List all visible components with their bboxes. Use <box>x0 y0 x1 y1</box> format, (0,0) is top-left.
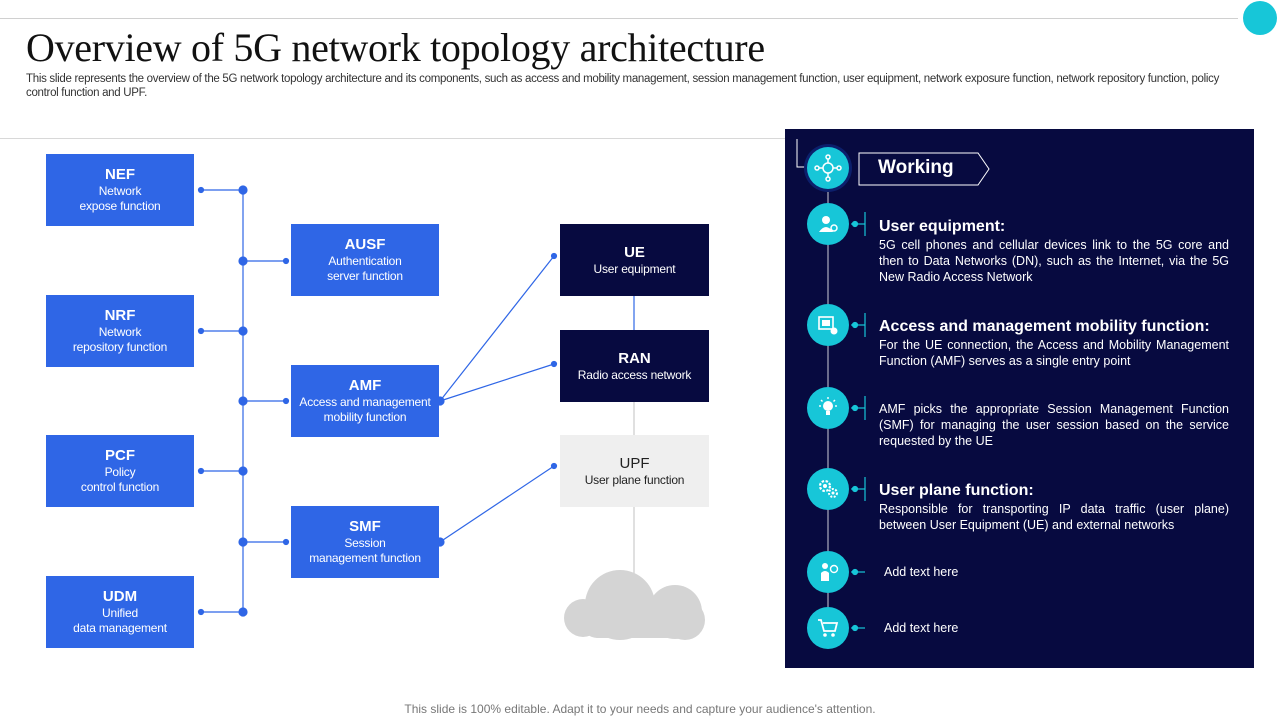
box-desc: Session <box>344 536 386 550</box>
item-text: Add text here <box>884 565 959 579</box>
working-panel <box>785 129 1254 668</box>
box-desc: User equipment <box>593 262 676 276</box>
footer-note: This slide is 100% editable. Adapt it to… <box>404 702 876 716</box>
cart-icon <box>807 607 849 649</box>
ausf-box: AUSF Authentication server function <box>291 224 439 296</box>
working-title: Working <box>878 157 954 178</box>
item-text: For the UE connection, the Access and Mo… <box>879 338 1229 368</box>
network-icon <box>807 147 849 189</box>
nrf-box: NRF Network repository function <box>46 295 194 367</box>
amf-box: AMF Access and management mobility funct… <box>291 365 439 437</box>
upf-box: UPF User plane function <box>560 435 709 507</box>
box-desc: mobility function <box>323 410 407 424</box>
box-desc: Policy <box>104 465 136 479</box>
box-abbr: AMF <box>348 377 382 394</box>
box-abbr: PCF <box>105 447 135 464</box>
box-desc: Radio access network <box>577 368 692 382</box>
ran-box: RAN Radio access network <box>560 330 709 402</box>
box-abbr: RAN <box>618 350 651 367</box>
connector-lines <box>197 185 705 640</box>
box-desc: data management <box>73 621 167 635</box>
ue-box: UE User equipment <box>560 224 709 296</box>
box-abbr: SMF <box>349 518 381 535</box>
box-abbr: NEF <box>105 166 135 183</box>
box-desc: server function <box>327 269 403 283</box>
box-desc: expose function <box>79 199 161 213</box>
box-desc: Network <box>98 325 142 339</box>
box-desc: Access and management <box>299 395 431 409</box>
box-abbr: UDM <box>102 588 138 605</box>
item-text: Responsible for transporting IP data tra… <box>879 502 1229 532</box>
device-gear-icon <box>807 304 849 346</box>
box-abbr: UPF <box>619 455 650 472</box>
box-desc: control function <box>80 480 160 494</box>
box-desc: Authentication <box>328 254 402 268</box>
item-heading: User equipment: <box>879 218 1006 235</box>
gears-icon <box>807 468 849 510</box>
item-text: Add text here <box>884 621 959 635</box>
top-rule <box>0 18 1238 19</box>
box-desc: repository function <box>72 340 168 354</box>
item-text: 5G cell phones and cellular devices link… <box>879 238 1229 284</box>
pcf-box: PCF Policy control function <box>46 435 194 507</box>
box-desc: Unified <box>102 606 138 620</box>
lightbulb-icon <box>807 387 849 429</box>
cloud-icon <box>564 570 705 640</box>
panel-decor <box>796 139 866 632</box>
accent-dot <box>1243 1 1277 35</box>
page-title: Overview of 5G network topology architec… <box>26 25 765 70</box>
item-heading: User plane function: <box>879 482 1034 499</box>
item-text: AMF picks the appropriate Session Manage… <box>879 402 1229 448</box>
box-desc: User plane function <box>584 473 685 487</box>
nef-box: NEF Network expose function <box>46 154 194 226</box>
box-desc: Network <box>98 184 142 198</box>
box-abbr: AUSF <box>344 236 386 253</box>
working-title-tab <box>858 152 990 186</box>
user-settings-icon <box>807 203 849 245</box>
page-subtitle: This slide represents the overview of th… <box>26 73 1220 99</box>
person-heart-icon <box>807 551 849 593</box>
item-heading: Access and management mobility function: <box>879 318 1210 335</box>
smf-box: SMF Session management function <box>291 506 439 578</box>
box-abbr: UE <box>624 244 645 261</box>
box-desc: management function <box>309 551 421 565</box>
separator <box>0 138 785 139</box>
udm-box: UDM Unified data management <box>46 576 194 648</box>
box-abbr: NRF <box>104 307 136 324</box>
